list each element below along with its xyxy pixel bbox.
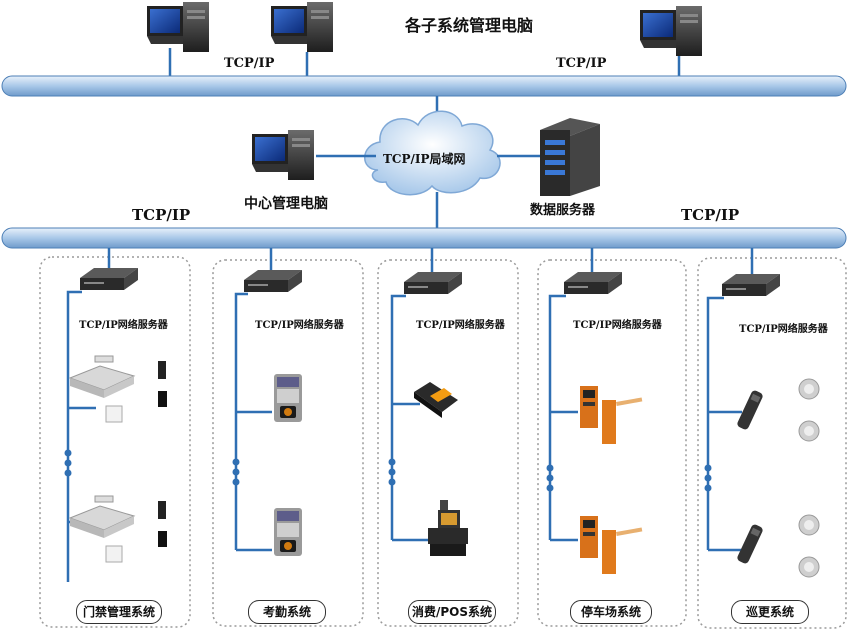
subsystem-panels bbox=[39, 256, 847, 629]
subsystem-pc-3-icon bbox=[640, 6, 702, 56]
attendance-system-name: 考勤系统 bbox=[248, 600, 326, 624]
access-system-name: 门禁管理系统 bbox=[76, 600, 162, 624]
lan-cloud-label: TCP/IP局域网 bbox=[383, 152, 466, 166]
fingerprint-terminal-1-icon bbox=[274, 374, 302, 422]
center-pc-icon bbox=[252, 130, 314, 180]
access-controller-2-icon bbox=[69, 495, 168, 563]
top-network-bus bbox=[1, 75, 847, 97]
access-wiring bbox=[66, 290, 96, 582]
attendance-network-server-icon bbox=[244, 270, 302, 292]
access-network-server-icon bbox=[80, 268, 138, 290]
parking-barrier-1-icon bbox=[580, 386, 643, 444]
bus-drops bbox=[107, 248, 754, 274]
cash-register-icon bbox=[428, 500, 468, 556]
patrol-network-server-icon bbox=[722, 274, 780, 296]
patrol-wiring bbox=[706, 296, 742, 552]
pos-network-server-icon bbox=[404, 272, 462, 294]
main-tcp-left-label: TCP/IP bbox=[132, 206, 191, 224]
checkpoint-1-icon bbox=[798, 378, 820, 400]
pos-server-label: TCP/IP网络服务器 bbox=[416, 320, 505, 331]
attendance-server-label: TCP/IP网络服务器 bbox=[255, 320, 344, 331]
top-tcp-left-label: TCP/IP bbox=[224, 56, 275, 71]
top-pc-links bbox=[168, 48, 681, 78]
attendance-wiring bbox=[234, 292, 272, 552]
pos-terminal-icon bbox=[414, 382, 458, 418]
patrol-baton-2-icon bbox=[736, 523, 764, 565]
patrol-server-label: TCP/IP网络服务器 bbox=[739, 324, 828, 335]
top-tcp-right-label: TCP/IP bbox=[556, 56, 607, 71]
parking-server-label: TCP/IP网络服务器 bbox=[573, 320, 662, 331]
main-network-bus bbox=[1, 227, 847, 249]
pos-system-name: 消费/POS系统 bbox=[408, 600, 496, 624]
database-server-icon bbox=[540, 118, 600, 196]
checkpoint-3-icon bbox=[798, 514, 820, 536]
parking-network-server-icon bbox=[564, 272, 622, 294]
patrol-baton-1-icon bbox=[736, 389, 764, 431]
lan-cloud bbox=[364, 110, 501, 196]
subsystem-pc-2-icon bbox=[271, 2, 333, 52]
parking-system-name: 停车场系统 bbox=[570, 600, 652, 624]
subsystem-pc-1-icon bbox=[147, 2, 209, 52]
access-server-label: TCP/IP网络服务器 bbox=[79, 320, 168, 331]
fingerprint-terminal-2-icon bbox=[274, 508, 302, 556]
pos-wiring bbox=[390, 294, 428, 542]
center-pc-label: 中心管理电脑 bbox=[244, 196, 328, 212]
subsystem-pcs-label: 各子系统管理电脑 bbox=[405, 16, 534, 35]
parking-wiring bbox=[548, 294, 578, 542]
access-controller-1-icon bbox=[69, 355, 168, 423]
parking-barrier-2-icon bbox=[580, 516, 643, 574]
core-links bbox=[316, 154, 540, 230]
patrol-system-name: 巡更系统 bbox=[731, 600, 809, 624]
checkpoint-4-icon bbox=[798, 556, 820, 578]
database-server-label: 数据服务器 bbox=[530, 203, 596, 218]
checkpoint-2-icon bbox=[798, 420, 820, 442]
main-tcp-right-label: TCP/IP bbox=[681, 206, 740, 224]
